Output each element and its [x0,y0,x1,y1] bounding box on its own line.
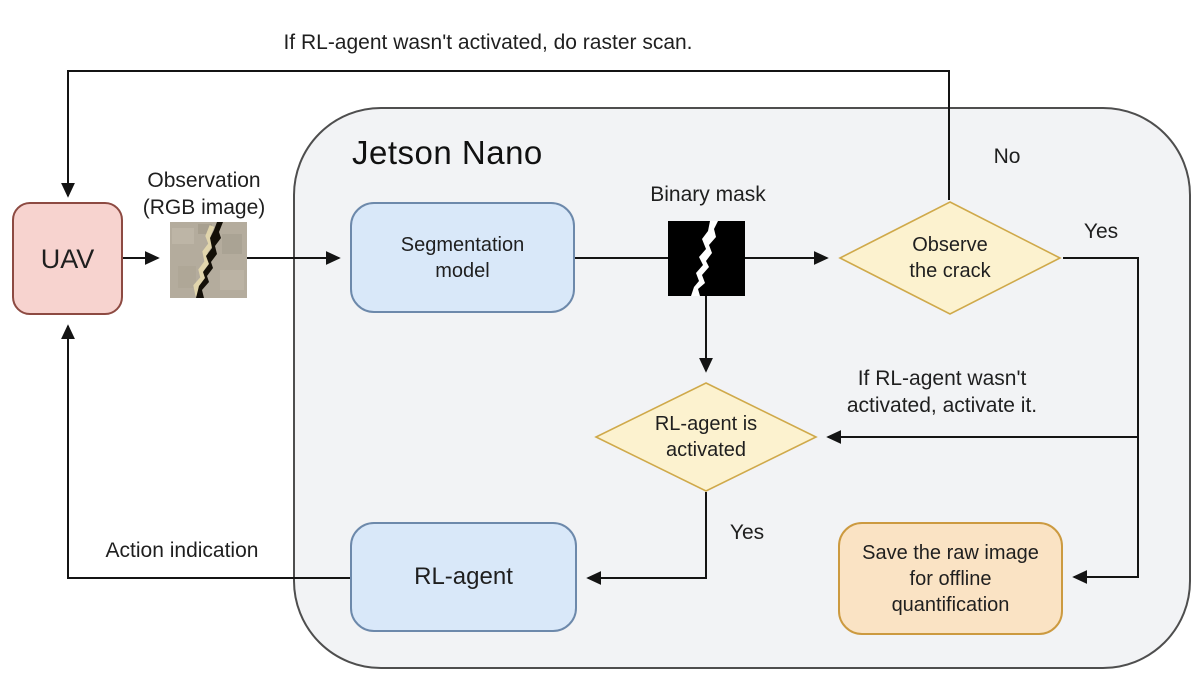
binary-mask-image [668,221,745,296]
activate-note: If RL-agent wasn't activated, activate i… [846,367,1038,417]
jetson-nano-title: Jetson Nano [352,134,543,171]
uav-label: UAV [40,243,95,274]
observe-crack-label: Observe the crack [909,234,991,282]
yes-branch-label-activated: Yes [729,521,765,544]
action-indication-label: Action indication [105,539,259,562]
segmentation-label-line2: model [435,259,490,282]
rl-activated-label: RL-agent is activated [654,413,758,461]
rl-agent-node: RL-agent [350,522,577,632]
rl-agent-label: RL-agent [414,563,513,590]
raster-scan-note: If RL-agent wasn't activated, do raster … [283,31,693,54]
uav-node: UAV [12,202,123,315]
segmentation-model-node: Segmentation model [350,202,575,313]
no-branch-label: No [993,145,1021,168]
rl-activated-decision: RL-agent is activated [594,382,818,492]
crack-photo-image [170,222,247,298]
observation-label: Observation (RGB image) [142,169,266,219]
yes-branch-label-observe: Yes [1083,220,1119,243]
save-raw-image-node: Save the raw image for offline quantific… [838,522,1063,635]
segmentation-label-line1: Segmentation [400,233,525,256]
observe-crack-decision: Observe the crack [838,201,1062,315]
binary-mask-label: Binary mask [650,183,766,206]
